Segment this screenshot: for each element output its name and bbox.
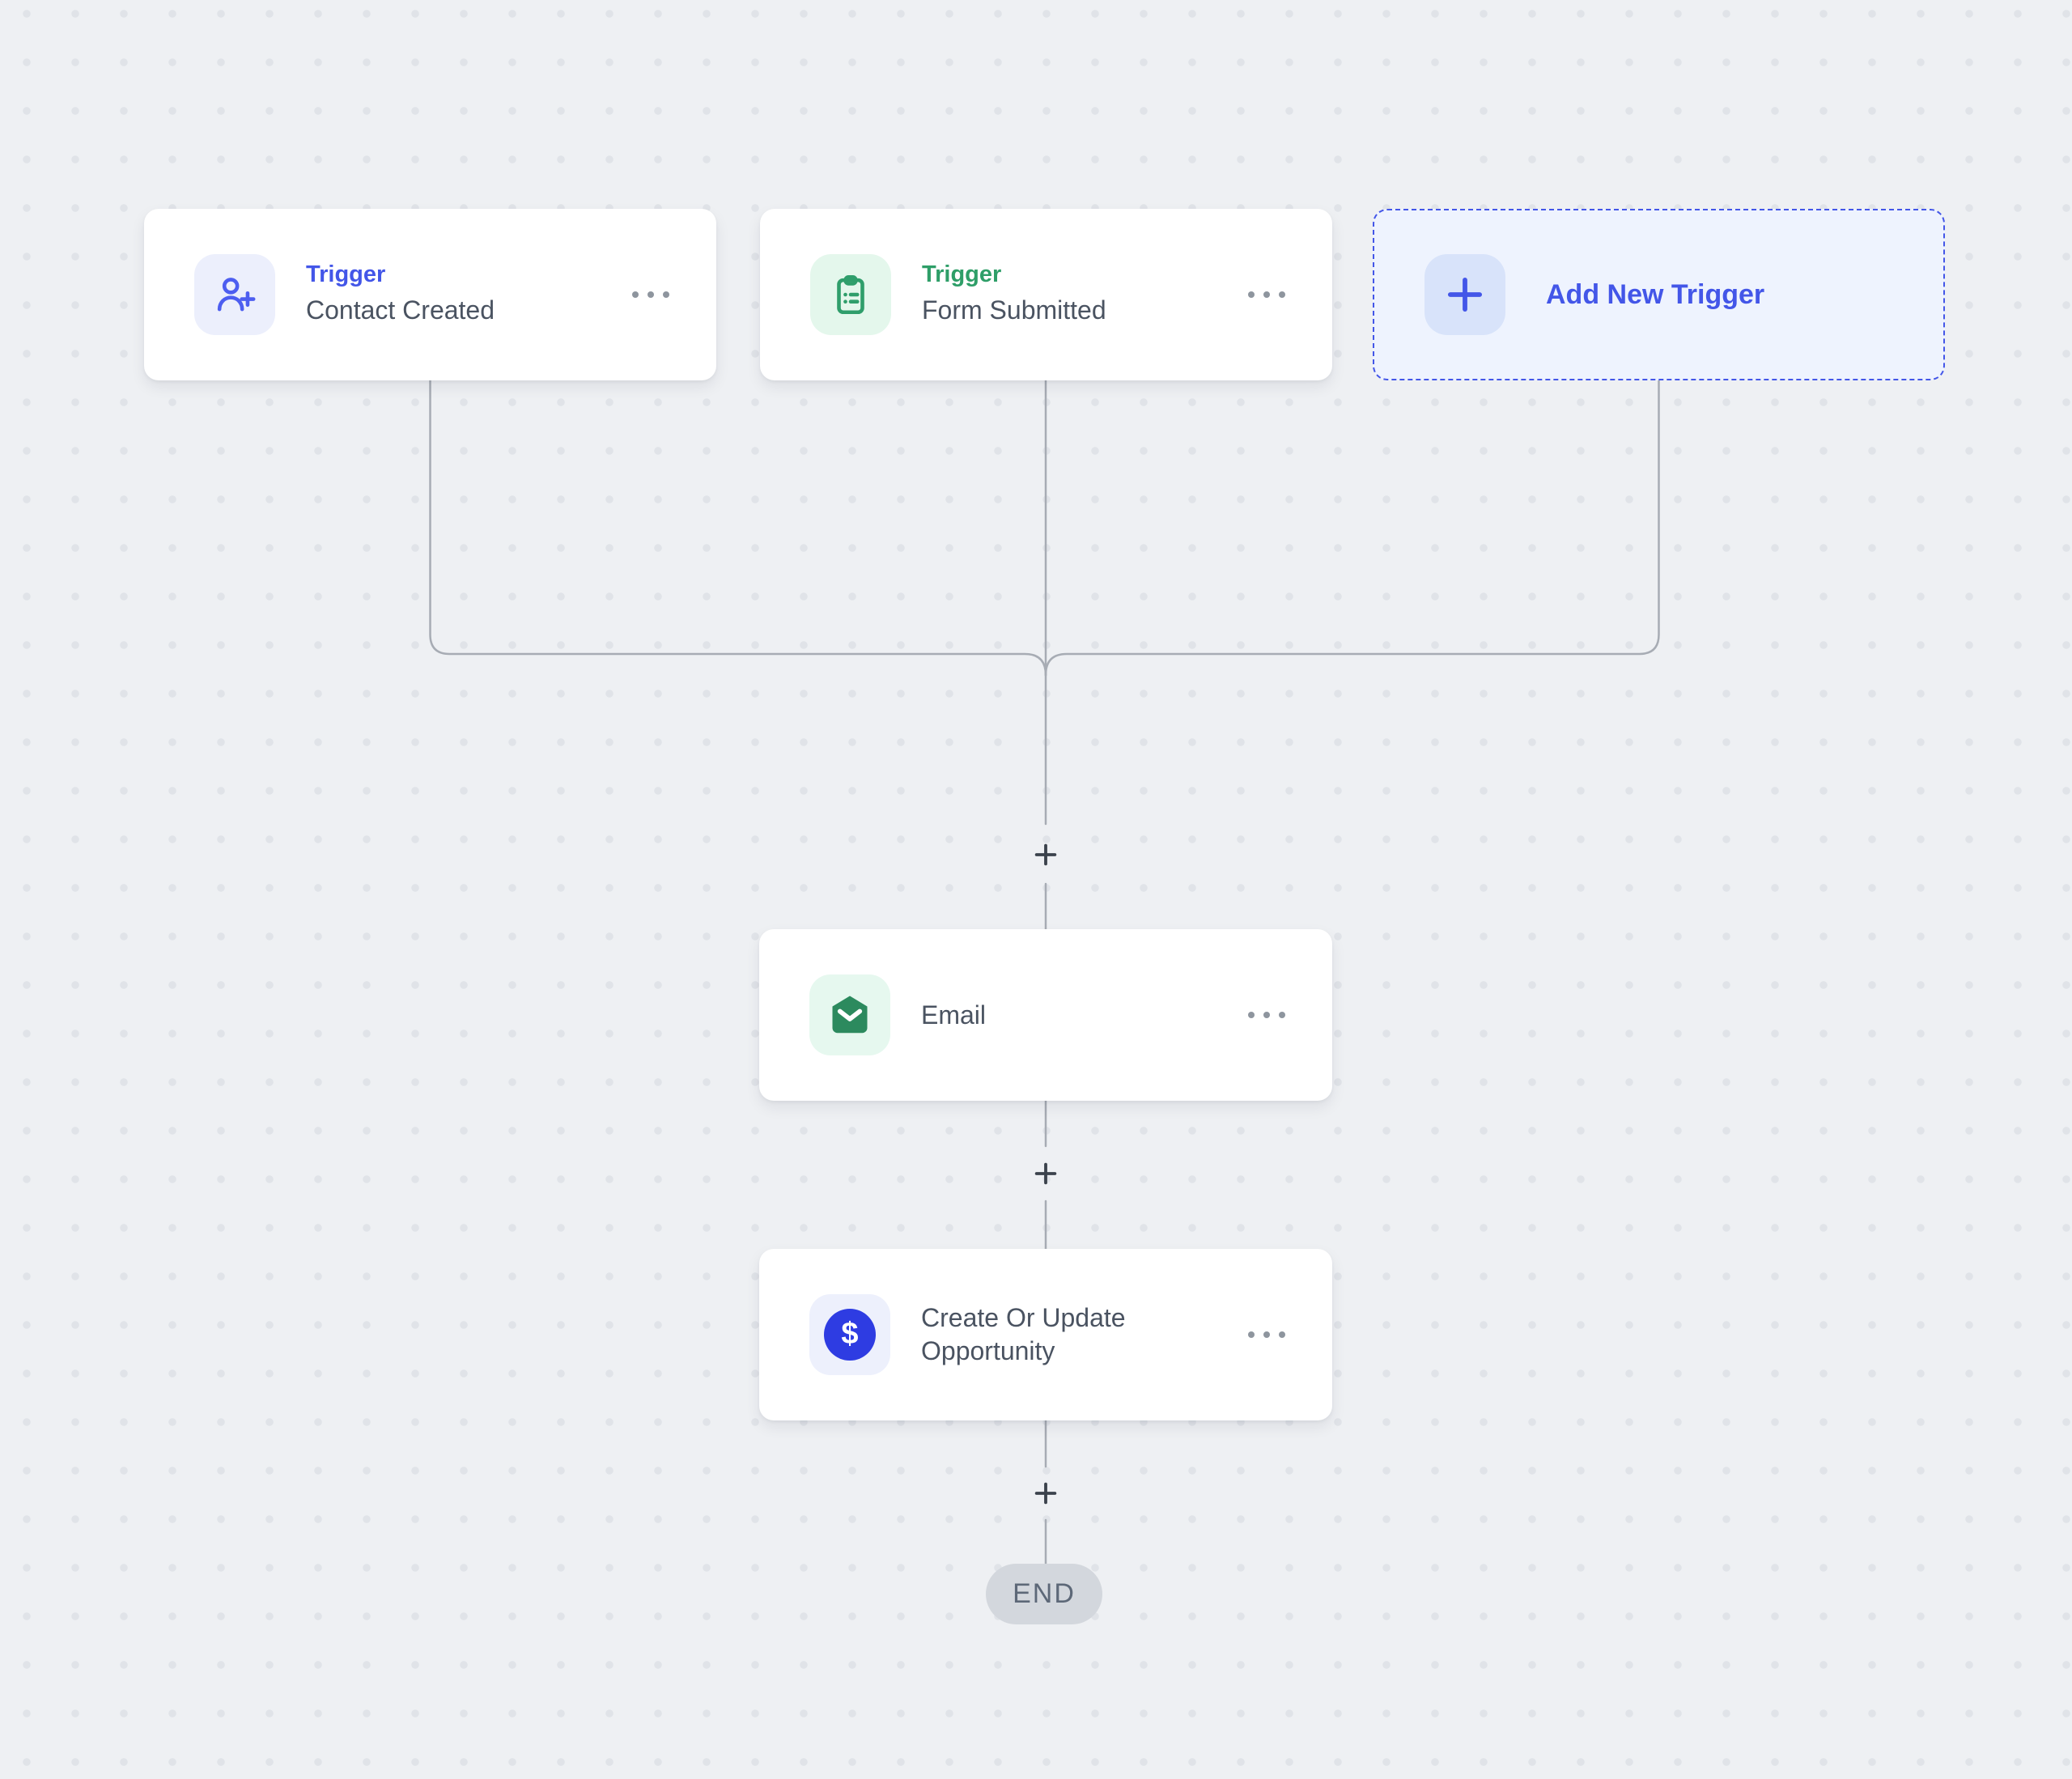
kebab-menu-icon[interactable] [624,283,677,306]
plus-icon [1034,843,1057,866]
clipboard-icon [810,254,891,335]
kebab-menu-icon[interactable] [1240,1004,1293,1026]
node-text: Email [921,999,986,1032]
add-step-button[interactable] [1023,832,1068,877]
kebab-menu-icon[interactable] [1240,283,1293,306]
node-name: Form Submitted [922,295,1106,325]
node-name: Email [921,1000,987,1030]
add-new-trigger-button[interactable]: Add New Trigger [1373,209,1945,380]
add-new-trigger-label: Add New Trigger [1546,278,1765,310]
trigger-node-contact-created[interactable]: Trigger Contact Created [144,209,716,380]
add-step-button[interactable] [1023,1471,1068,1516]
node-text: Create Or Update Opportunity [921,1301,1164,1368]
node-type-label: Trigger [922,261,1002,287]
dollar-circle-icon: $ [809,1294,890,1375]
node-text: Trigger Contact Created [306,261,495,328]
node-type-label: Trigger [306,261,386,287]
edge-trigger1-merge [429,379,1047,677]
edge-trigger3-merge [1044,379,1660,677]
plus-icon [1424,254,1505,335]
add-step-button[interactable] [1023,1151,1068,1196]
user-plus-icon [194,254,275,335]
action-node-create-or-update-opportunity[interactable]: $ Create Or Update Opportunity [759,1249,1332,1420]
dollar-glyph: $ [841,1317,859,1351]
node-name: Contact Created [306,295,495,325]
end-node: END [986,1564,1102,1624]
node-name: Create Or Update Opportunity [921,1303,1126,1365]
plus-icon [1034,1482,1057,1505]
node-text: Trigger Form Submitted [922,261,1106,328]
plus-icon [1034,1162,1057,1185]
kebab-menu-icon[interactable] [1240,1323,1293,1346]
trigger-node-form-submitted[interactable]: Trigger Form Submitted [760,209,1332,380]
action-node-email[interactable]: Email [759,929,1332,1101]
email-icon [809,974,890,1055]
